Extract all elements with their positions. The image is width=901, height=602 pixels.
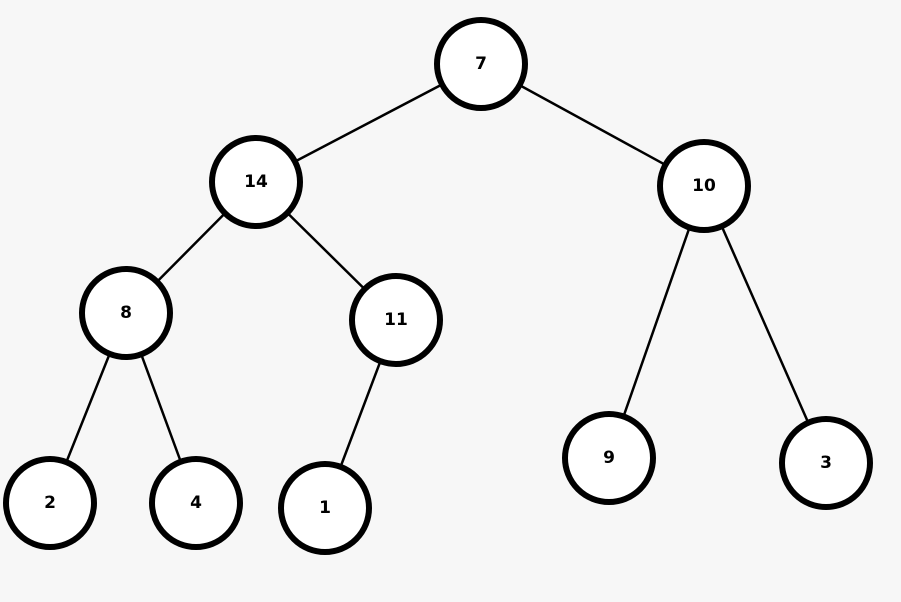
node-label-7: 7: [475, 54, 487, 74]
node-label-9: 9: [603, 448, 615, 468]
node-label-2: 2: [44, 493, 56, 513]
node-circle-7: [434, 17, 528, 111]
tree-node-2: 2: [3, 456, 97, 550]
node-label-3: 3: [820, 453, 832, 473]
node-circle-1: [278, 461, 372, 555]
node-label-10: 10: [692, 176, 716, 196]
tree-node-1: 1: [278, 461, 372, 555]
edge-10-3: [702, 184, 828, 465]
tree-edges: [48, 62, 828, 510]
node-circle-8: [79, 266, 173, 360]
tree-nodes: 7 14 10 8 11 9 3 2: [3, 17, 873, 555]
node-circle-3: [779, 416, 873, 510]
node-circle-2: [3, 456, 97, 550]
node-label-11: 11: [384, 310, 408, 330]
tree-node-14: 14: [209, 135, 303, 229]
tree-node-7: 7: [434, 17, 528, 111]
node-label-8: 8: [120, 303, 132, 323]
node-circle-10: [657, 139, 751, 233]
node-circle-4: [149, 456, 243, 550]
tree-node-9: 9: [562, 411, 656, 505]
node-label-1: 1: [319, 498, 331, 518]
tree-node-3: 3: [779, 416, 873, 510]
node-circle-14: [209, 135, 303, 229]
edge-10-9: [607, 184, 706, 460]
node-label-4: 4: [190, 493, 202, 513]
tree-node-4: 4: [149, 456, 243, 550]
tree-node-10: 10: [657, 139, 751, 233]
node-label-14: 14: [244, 172, 268, 192]
tree-node-11: 11: [349, 273, 443, 367]
node-circle-11: [349, 273, 443, 367]
tree-node-8: 8: [79, 266, 173, 360]
node-circle-9: [562, 411, 656, 505]
